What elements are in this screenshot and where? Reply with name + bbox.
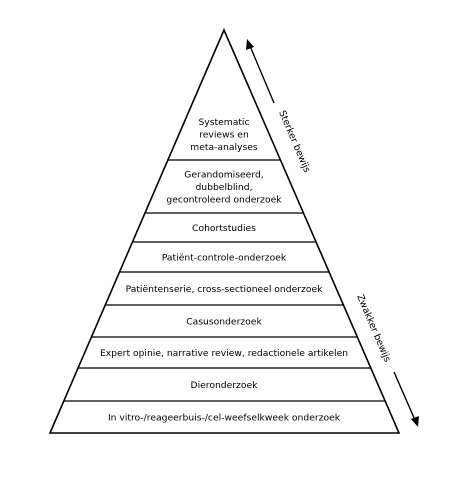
level-label-line: meta-analyses — [190, 142, 258, 153]
pyramid-level-2: Gerandomiseerd, dubbelblind,gecontroleerd… — [166, 169, 282, 205]
level-label-line: dubbelblind, — [195, 182, 252, 193]
pyramid-level-4: Patiënt-controle-onderzoek — [162, 252, 287, 263]
arrow-down-shaft — [393, 371, 416, 421]
weaker-evidence-arrow — [393, 371, 419, 427]
level-label-line: gecontroleerd onderzoek — [166, 194, 282, 205]
level-label-line: Dieronderzoek — [191, 380, 259, 391]
level-label-line: reviews en — [199, 129, 249, 140]
arrow-down-head-icon — [411, 416, 419, 427]
pyramid-level-7: Expert opinie, narrative review, redacti… — [100, 348, 348, 359]
level-label-line: Cohortstudies — [192, 223, 256, 234]
level-label-line: Casusonderzoek — [186, 316, 262, 327]
level-label-line: Patiëntenserie, cross-sectioneel onderzo… — [126, 284, 324, 295]
pyramid-outline — [48, 27, 401, 434]
level-label-line: Patiënt-controle-onderzoek — [162, 252, 287, 263]
arrow-up-shaft — [249, 45, 275, 104]
level-label-line: In vitro-/reageerbuis-/cel-weefselkweek … — [108, 412, 341, 423]
pyramid-level-6: Casusonderzoek — [186, 316, 262, 327]
pyramid-level-5: Patiëntenserie, cross-sectioneel onderzo… — [126, 284, 324, 295]
pyramid-level-3: Cohortstudies — [192, 223, 256, 234]
pyramid-level-8: Dieronderzoek — [191, 380, 259, 391]
stronger-evidence-arrow — [246, 39, 275, 104]
level-label-line: Gerandomiseerd, — [184, 169, 263, 180]
level-label-line: Expert opinie, narrative review, redacti… — [100, 348, 348, 359]
level-label-line: Systematic — [198, 117, 249, 128]
pyramid-level-9: In vitro-/reageerbuis-/cel-weefselkweek … — [108, 412, 341, 423]
level-dividers — [63, 159, 386, 402]
arrow-up-head-icon — [246, 39, 254, 50]
